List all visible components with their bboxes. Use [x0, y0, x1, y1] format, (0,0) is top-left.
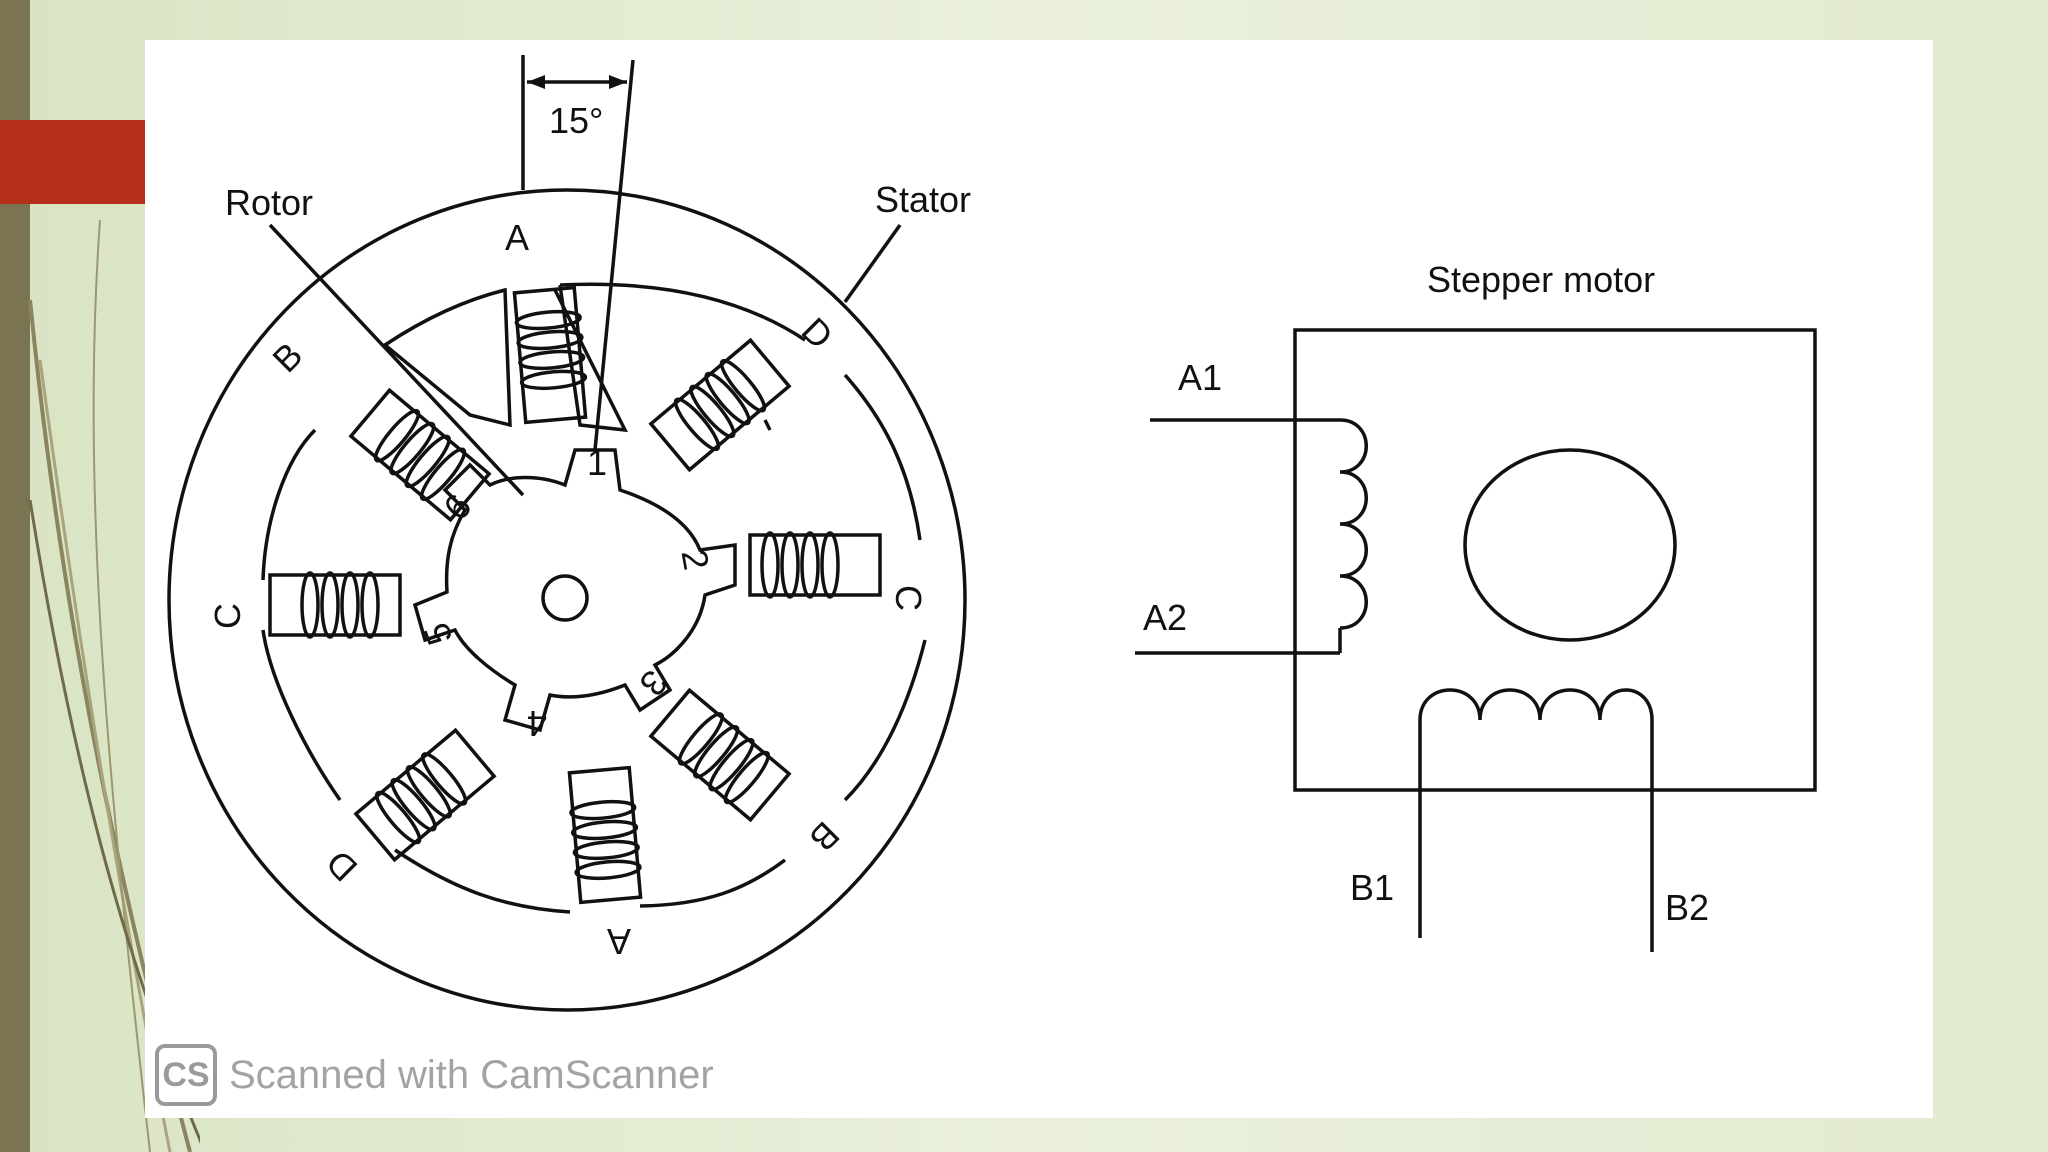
terminal-a2-label: A2 — [1143, 597, 1187, 638]
stator-pole — [268, 573, 402, 637]
camscanner-logo-icon: CS — [155, 1044, 217, 1106]
stator-coil — [374, 752, 468, 845]
schematic-rotor — [1463, 448, 1677, 642]
rotor-label: Rotor — [225, 182, 313, 223]
pole-label: C — [207, 603, 248, 629]
pole-label: A — [607, 921, 631, 962]
stepper-motor-diagram: 1 2 3 4 5 6 — [167, 55, 1817, 1012]
stator-pole — [353, 727, 497, 863]
angle-arrowhead — [527, 75, 545, 89]
stator-leader-line — [843, 223, 902, 304]
rotor-tooth-label: 4 — [527, 703, 547, 744]
rotor-tooth-label: 3 — [631, 662, 675, 704]
stator-coil — [373, 408, 467, 502]
stepper-schematic: Stepper motor A1 A2 B1 B2 — [1135, 259, 1817, 952]
stator-coil — [300, 571, 380, 639]
schematic-title: Stepper motor — [1427, 259, 1655, 300]
angle-dimension-line — [593, 59, 635, 451]
motor-cross-section: 1 2 3 4 5 6 — [167, 55, 971, 1012]
pole-label: C — [888, 585, 929, 611]
pole-label: A — [505, 217, 529, 258]
stator-pole — [648, 337, 792, 473]
pole-label: B — [264, 334, 310, 380]
stator-outer-ring — [167, 188, 967, 1012]
stator-label: Stator — [875, 179, 971, 220]
stator-pole — [512, 285, 588, 425]
camscanner-watermark: CS Scanned with CamScanner — [155, 1040, 714, 1110]
terminal-b2-label: B2 — [1665, 887, 1709, 928]
winding-a-coil — [1339, 418, 1368, 630]
terminal-a1-label: A1 — [1178, 357, 1222, 398]
rotor-leader-line — [268, 223, 525, 497]
angle-label: 15° — [549, 100, 603, 141]
stator-pole — [348, 387, 492, 523]
rotor-body — [412, 448, 737, 733]
stator-coil — [673, 358, 767, 452]
slide-content: 1 2 3 4 5 6 — [145, 40, 1933, 1118]
angle-arrowhead — [609, 75, 627, 89]
pole-label: D — [794, 309, 841, 356]
stator-pole — [567, 765, 643, 905]
stator-coil — [514, 309, 588, 391]
stator-coil — [677, 712, 771, 805]
pole-label: D — [318, 842, 365, 889]
rotor-tooth-label: 5 — [415, 618, 460, 651]
pole-label: B — [802, 814, 848, 860]
stator-pole — [648, 687, 792, 823]
stator-coil — [760, 531, 840, 599]
stator-coil — [569, 799, 642, 881]
stator-inner-boundary — [382, 287, 512, 428]
watermark-text: Scanned with CamScanner — [229, 1052, 714, 1097]
rotor-tooth-label: 2 — [674, 546, 718, 573]
stator-pole — [748, 533, 882, 597]
schematic-box — [1293, 328, 1817, 792]
winding-b-coil — [1418, 688, 1654, 780]
title-accent-tab — [0, 120, 145, 204]
stator-inner-outline — [261, 282, 927, 914]
rotor-shaft — [541, 574, 589, 622]
rotor-tooth-label: 1 — [587, 442, 607, 483]
terminal-b1-label: B1 — [1350, 867, 1394, 908]
